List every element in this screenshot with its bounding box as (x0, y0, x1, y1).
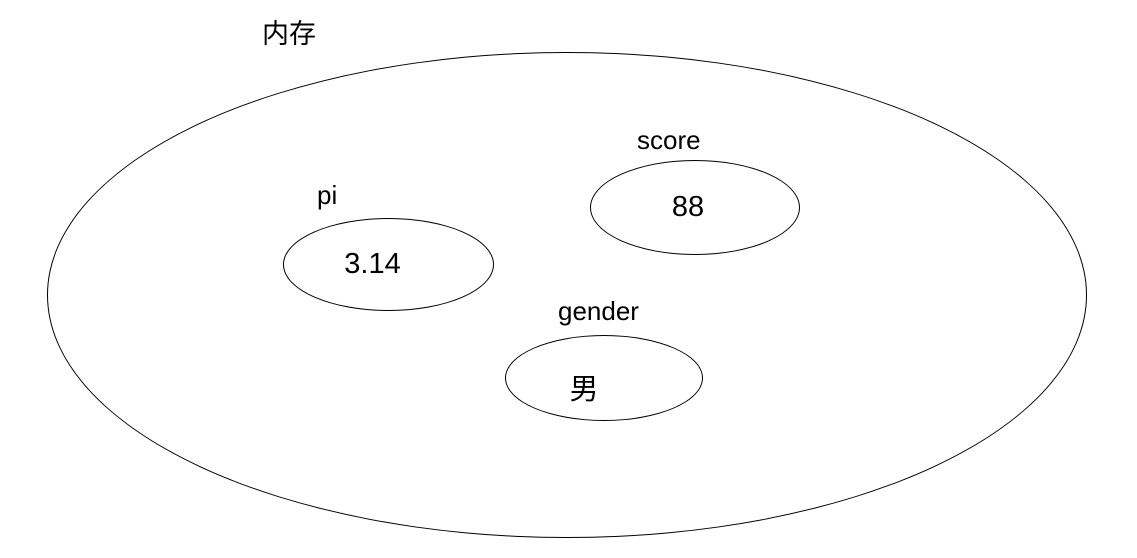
variable-ellipse-score: 88 (590, 160, 800, 255)
variable-ellipse-pi: 3.14 (283, 218, 494, 311)
memory-title-label: 内存 (262, 19, 316, 49)
variable-label-gender: gender (558, 296, 639, 326)
variable-ellipse-gender: 男 (505, 335, 703, 421)
variable-value-pi: 3.14 (344, 248, 401, 280)
variable-label-score: score (637, 125, 701, 155)
variable-value-gender: 男 (569, 374, 599, 406)
memory-ellipse (47, 52, 1087, 538)
variable-label-pi: pi (317, 180, 338, 210)
variable-value-score: 88 (671, 191, 705, 223)
